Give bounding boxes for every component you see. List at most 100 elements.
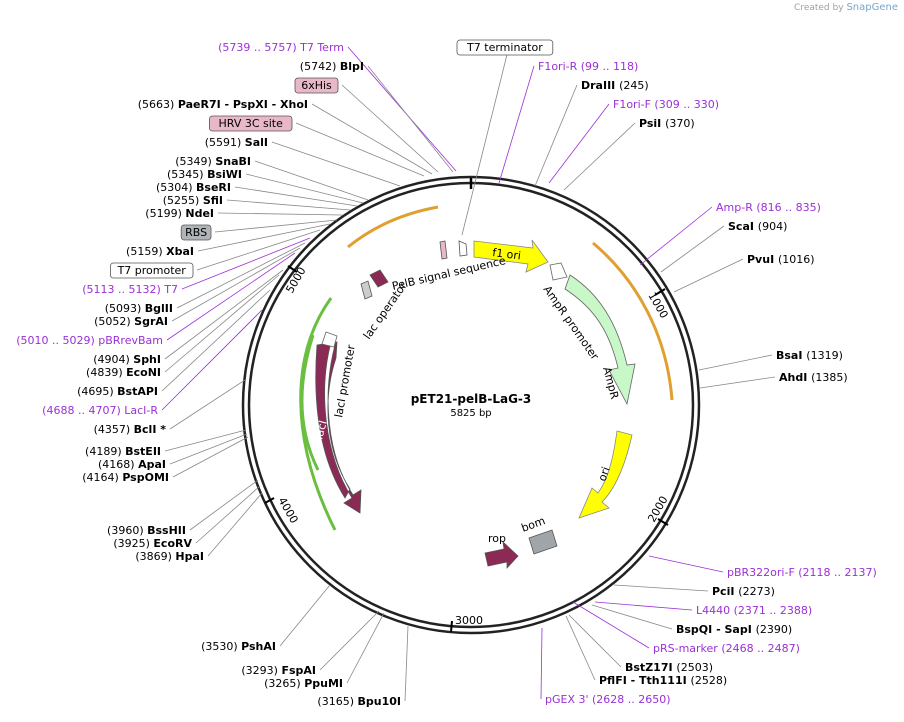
sphi-name: SphI — [133, 353, 161, 366]
laci-feature — [315, 341, 362, 514]
hrv-leader — [295, 122, 425, 177]
green-arc-inner — [300, 334, 320, 471]
bseri-leader — [234, 186, 358, 207]
ndei-leader — [217, 212, 343, 216]
bstz17i-label: BstZ17I (2503) — [625, 661, 713, 674]
sphi-leader — [164, 269, 284, 360]
hrv-label: HRV 3C site — [219, 117, 284, 130]
bstapi-leader — [161, 289, 271, 392]
ampr-promoter-feature — [549, 262, 568, 281]
draiii-label: DraIII (245) — [581, 79, 649, 92]
ppumi-name: PpuMI — [304, 677, 343, 690]
fspai-leader — [319, 610, 380, 671]
ampr-label: Amp-R (816 .. 835) — [716, 201, 821, 214]
ecorv-leader — [195, 485, 261, 544]
bseri-name: BseRI — [196, 181, 231, 194]
psii-label: PsiI (370) — [639, 117, 695, 130]
hrv-box — [208, 115, 293, 132]
bsai-name: BsaI — [776, 349, 806, 362]
pbr322-label: pBR322ori-F (2118 .. 2137) — [727, 566, 877, 579]
bsiwi-label: (5345) BsiWI — [167, 168, 242, 181]
laci-label: lacI — [312, 419, 329, 441]
ahdi-leader — [699, 376, 776, 389]
apai-label: (4168) ApaI — [98, 458, 166, 471]
pvui-name: PvuI — [747, 253, 778, 266]
bspqi-label: BspQI - SapI (2390) — [676, 623, 792, 636]
xbai-label: (5159) XbaI — [126, 245, 194, 258]
laci-promoter-feature — [321, 331, 338, 348]
ndei-label: (5199) NdeI — [145, 207, 214, 220]
bcli-leader — [169, 379, 246, 430]
snapgene-logo: SnapGene — [846, 2, 898, 13]
bstz17i-position: (2503) — [676, 661, 713, 674]
sgrai-position: (5052) — [94, 315, 134, 328]
bstz17i-leader — [568, 614, 622, 668]
bsshii-leader — [189, 479, 259, 531]
blpi-name: BlpI — [340, 60, 364, 73]
bcli-name: BclI * — [134, 423, 167, 436]
sfii-position: (5255) — [163, 194, 203, 207]
sali-label: (5591) SalI — [205, 136, 268, 149]
f1orif-leader — [548, 103, 610, 184]
pcii-label: PciI (2273) — [712, 585, 775, 598]
bsiwi-leader — [245, 173, 364, 204]
hpai-name: HpaI — [175, 550, 204, 563]
pbrrevbam-leader — [166, 252, 296, 341]
psp-leader — [172, 436, 249, 478]
snabi-label: (5349) SnaBI — [175, 155, 251, 168]
orange-arc-right — [592, 241, 674, 401]
fspai-position: (3293) — [241, 664, 281, 677]
bglii-leader — [176, 242, 306, 309]
f1orif-label: F1ori-F (309 .. 330) — [613, 98, 719, 111]
bsshii-name: BssHII — [147, 524, 186, 537]
econi-position: (4839) — [86, 366, 126, 379]
t7-leader — [181, 237, 311, 290]
bom-label: bom — [520, 514, 547, 535]
scai-label: ScaI (904) — [728, 220, 787, 233]
prs-leader — [572, 601, 650, 649]
ecorv-label: (3925) EcoRV — [113, 537, 192, 550]
pshai-leader — [279, 584, 331, 647]
scai-leader — [660, 225, 725, 273]
bstapi-label: (4695) BstAPI — [77, 385, 158, 398]
psii-name: PsiI — [639, 117, 665, 130]
pbr322-leader — [648, 555, 724, 573]
bspqi-position: (2390) — [756, 623, 793, 636]
blpi-position: (5742) — [300, 60, 340, 73]
pshai-position: (3530) — [201, 640, 241, 653]
bstapi-name: BstAPI — [117, 385, 158, 398]
t7-term-feature — [458, 240, 468, 257]
econi-name: EcoNI — [126, 366, 161, 379]
t7-label: (5113 .. 5132) T7 — [82, 283, 178, 296]
ahdi-position: (1385) — [811, 371, 848, 384]
sali-leader — [271, 141, 401, 187]
his-feature — [369, 269, 389, 288]
sfii-label: (5255) SfiI — [163, 194, 223, 207]
xbai-leader — [197, 223, 331, 252]
l4440-label: L4440 (2371 .. 2388) — [696, 604, 812, 617]
tick-2000 — [657, 518, 669, 526]
bsteii-name: BstEII — [125, 445, 161, 458]
f1orir-label: F1ori-R (99 .. 118) — [538, 60, 638, 73]
snabi-name: SnaBI — [215, 155, 251, 168]
bseri-label: (5304) BseRI — [156, 181, 231, 194]
bsteii-position: (4189) — [85, 445, 125, 458]
plasmid-name: pET21-pelB-LaG-3 — [411, 392, 532, 406]
sfii-name: SfiI — [203, 194, 223, 207]
bglii-name: BglII — [145, 302, 173, 315]
paer7i-position: (5663) — [138, 98, 178, 111]
t7prom-leader — [196, 229, 321, 271]
sphi-position: (4904) — [93, 353, 133, 366]
pcii-leader — [613, 584, 709, 592]
pelb-label: PelB signal sequence — [391, 254, 507, 293]
bsshii-position: (3960) — [107, 524, 147, 537]
draiii-leader — [534, 84, 578, 187]
hpai-leader — [207, 492, 263, 557]
bspqi-name: BspQI - SapI — [676, 623, 756, 636]
paer7i-label: (5663) PaeR7I - PspXI - XhoI — [138, 98, 308, 111]
t7prom-label: T7 promoter — [117, 264, 187, 277]
bstapi-position: (4695) — [77, 385, 117, 398]
sphi-label: (4904) SphI — [93, 353, 161, 366]
apai-position: (4168) — [98, 458, 138, 471]
his-leader — [341, 84, 439, 173]
